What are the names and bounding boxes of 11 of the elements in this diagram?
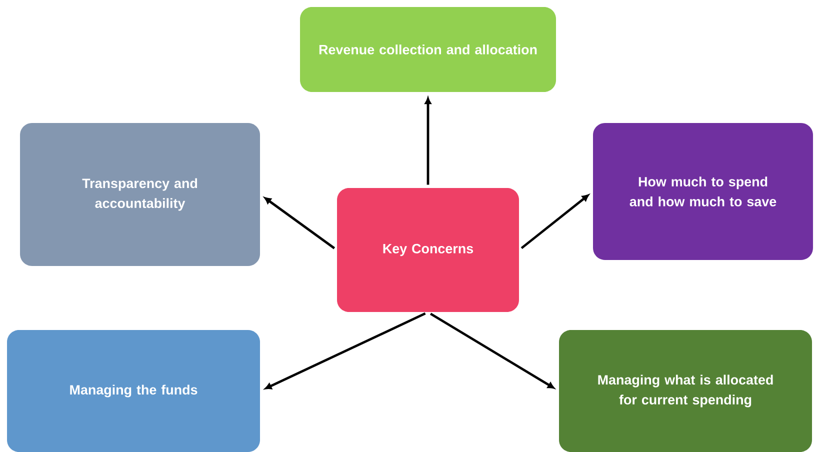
arrow — [430, 312, 554, 389]
concern-box: Transparency and accountability — [20, 123, 260, 266]
center-box: Key Concerns — [337, 188, 519, 312]
concern-box: Revenue collection and allocation — [300, 7, 556, 92]
arrow — [264, 312, 426, 390]
concern-box: Managing what is allocated for current spending — [559, 330, 812, 452]
arrow — [424, 97, 432, 185]
concern-box: How much to spend and how much to save — [593, 123, 813, 260]
concern-box: Managing the funds — [7, 330, 260, 452]
arrow — [520, 194, 589, 250]
arrow — [264, 197, 336, 250]
